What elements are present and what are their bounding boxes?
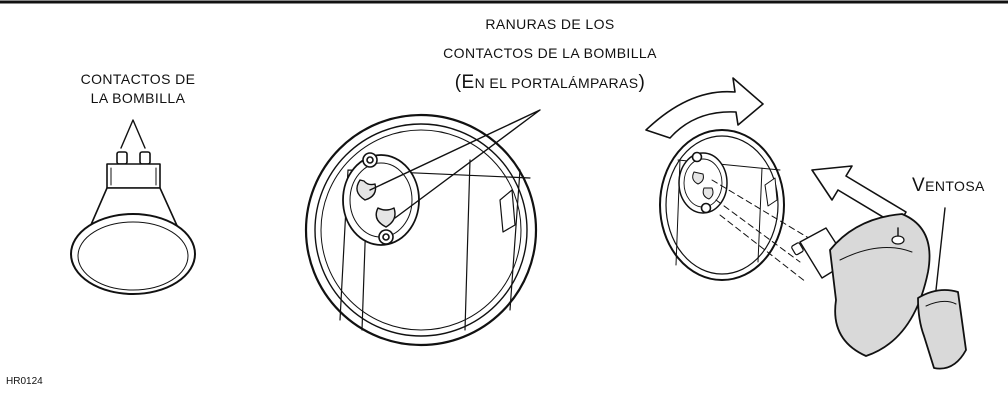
figure-code: HR0124: [6, 376, 43, 387]
suction-cup-pointer: [935, 207, 946, 291]
slots-label-open-paren: (: [454, 72, 462, 93]
slots-label-rest: N EL PORTALÁMPARAS: [474, 75, 639, 91]
slots-label-line1: RANURAS DE LOS: [485, 16, 615, 32]
bulb-contacts-label-line2: LA BOMBILLA: [90, 90, 186, 106]
suction-cup-label-initial: V: [912, 175, 926, 196]
slots-label-initial: E: [461, 72, 475, 93]
rotate-arrow-icon: [645, 77, 764, 139]
bulb-contacts-pointer: [120, 119, 146, 149]
suction-cup-tool: [791, 213, 967, 370]
bulb-contacts-label-line1: CONTACTOS DE: [80, 71, 196, 87]
gu10-bulb: [70, 151, 196, 295]
bulb-contacts-label: CONTACTOS DE LA BOMBILLA: [58, 70, 218, 108]
slots-label-line3: (EN EL PORTALÁMPARAS): [400, 68, 700, 98]
lamp-holder-small: [659, 129, 813, 283]
lamp-holder-large: [304, 113, 538, 347]
slots-label-close-paren: ): [638, 72, 646, 93]
slots-label-line2: CONTACTOS DE LA BOMBILLA: [443, 45, 657, 61]
slots-label: RANURAS DE LOS CONTACTOS DE LA BOMBILLA …: [400, 10, 700, 98]
suction-cup-label-rest: ENTOSA: [925, 178, 985, 194]
slots-pointer: [369, 109, 541, 219]
suction-cup-label: VENTOSA: [912, 176, 1006, 196]
